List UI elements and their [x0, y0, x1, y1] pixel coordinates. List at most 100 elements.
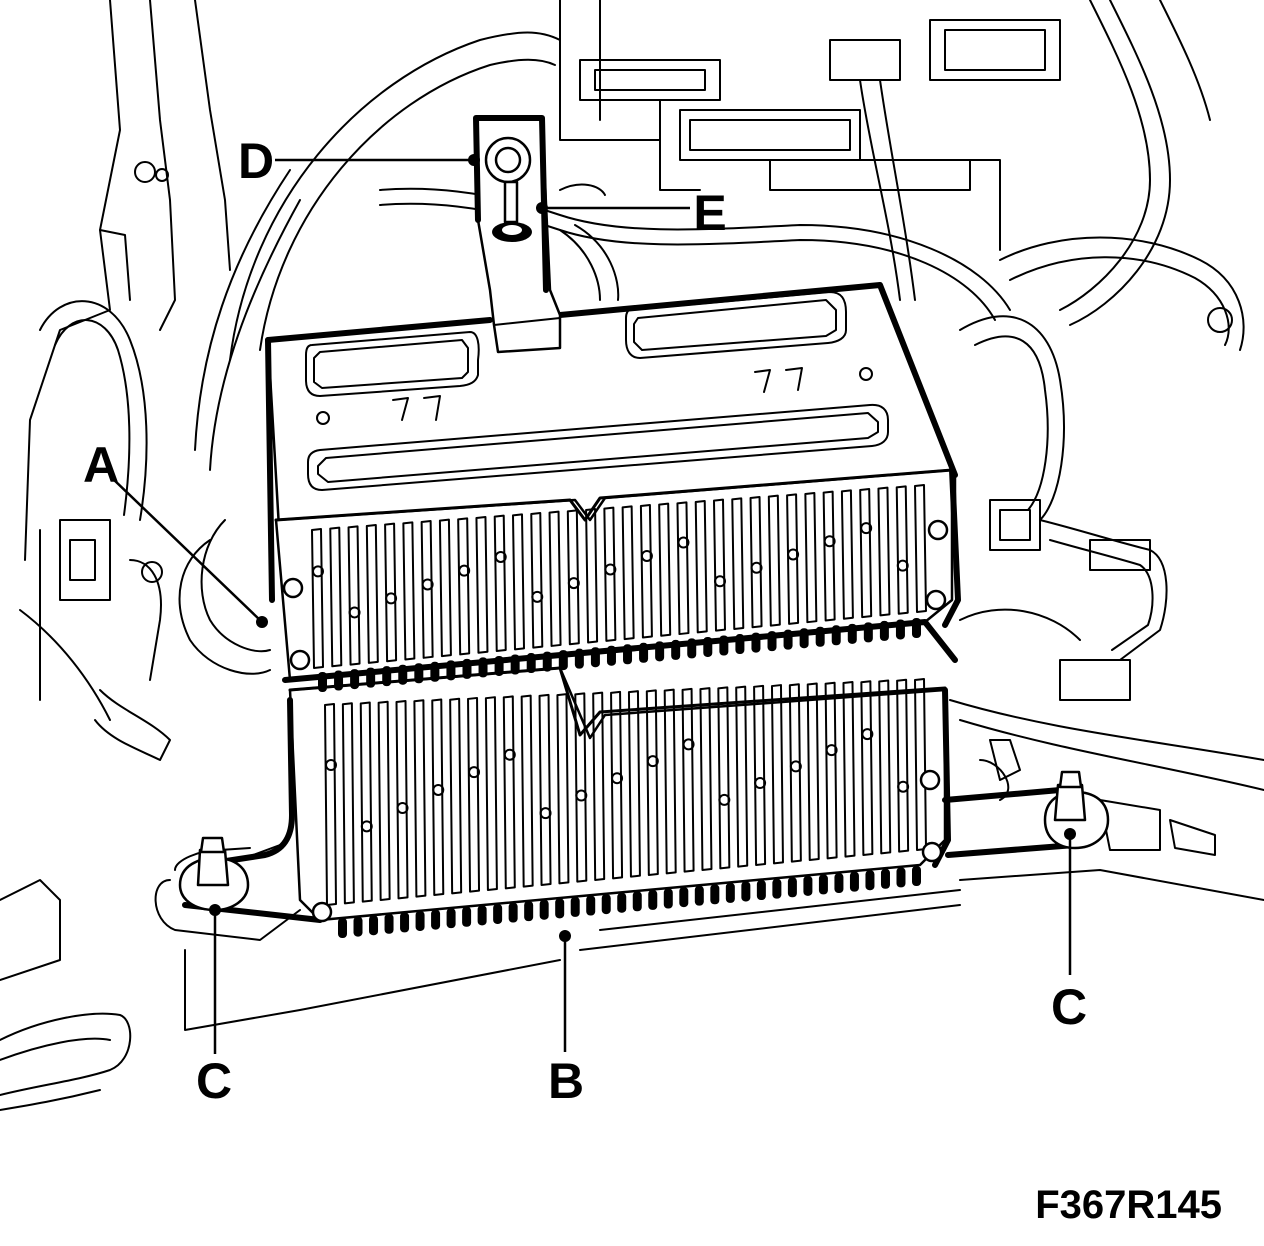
cooling-fin	[860, 680, 874, 856]
stud-left	[178, 836, 250, 912]
background-structure	[0, 0, 1264, 1111]
fin-tooth	[477, 905, 487, 926]
fin-tooth	[493, 903, 503, 924]
fin-tooth	[353, 916, 363, 937]
fin-tooth	[400, 912, 410, 933]
fin-tooth	[414, 663, 424, 684]
fin-tooth	[398, 664, 408, 685]
fin-tooth	[880, 868, 890, 889]
fin-tooth	[574, 648, 584, 669]
cooling-fin	[449, 697, 463, 895]
fin-tooth	[679, 887, 689, 908]
cooling-fin	[621, 505, 635, 641]
fin-tooth	[799, 628, 809, 649]
cooling-fin	[341, 702, 355, 905]
cooling-fin	[402, 521, 416, 661]
fin-rivet	[640, 549, 653, 562]
fin-rivet	[567, 577, 580, 590]
callout-c-left: C	[196, 1053, 232, 1109]
fin-rivet	[787, 548, 800, 561]
fin-teeth-upper	[318, 618, 921, 692]
cooling-fin	[824, 681, 838, 860]
cooling-fin	[658, 502, 672, 637]
cooling-fin	[699, 687, 713, 871]
fin-tooth	[847, 623, 857, 644]
fin-rivet	[789, 760, 802, 773]
cooling-fin	[731, 497, 745, 630]
fin-tooth	[863, 622, 873, 643]
fin-rivet	[494, 550, 507, 563]
cooling-fin	[878, 679, 892, 855]
fin-tooth	[648, 889, 658, 910]
cooling-fin	[484, 696, 498, 891]
callout-a: A	[83, 437, 119, 493]
cooling-fin	[788, 683, 802, 863]
cooling-fin	[786, 493, 800, 625]
figure-id: F367R145	[1035, 1183, 1222, 1227]
fin-rivet	[860, 522, 873, 535]
cooling-fin	[645, 689, 659, 876]
fin-tooth	[879, 620, 889, 641]
fin-rivet	[646, 755, 659, 768]
cooling-fin	[377, 700, 391, 901]
fin-tooth	[318, 672, 327, 692]
cooling-fin	[842, 681, 856, 858]
cooling-fin	[457, 517, 471, 656]
fin-tooth	[687, 638, 697, 659]
cooling-fin	[895, 485, 909, 615]
cooling-fin	[493, 514, 507, 653]
leader-lines	[111, 154, 1076, 1054]
cooling-fins-upper	[311, 484, 927, 669]
fin-tooth	[524, 901, 534, 922]
fin-tooth	[803, 875, 813, 896]
cooling-fin	[694, 500, 708, 634]
cooling-fin	[663, 688, 677, 875]
cooling-fin	[502, 695, 516, 890]
fin-tooth	[865, 870, 875, 891]
cooling-fin	[859, 488, 873, 619]
cooling-fin	[804, 492, 818, 624]
cooling-fin	[512, 513, 525, 651]
fin-tooth	[431, 909, 441, 930]
fin-tooth	[741, 881, 751, 902]
fin-tooth	[725, 882, 735, 903]
cooling-fin	[413, 699, 427, 898]
fin-tooth	[526, 653, 536, 674]
fin-rivet	[823, 535, 836, 548]
fin-tooth	[772, 878, 782, 899]
cooling-fin	[717, 686, 731, 870]
fin-rivet	[468, 766, 481, 779]
cooling-fin	[639, 504, 653, 639]
cooling-fin	[475, 516, 489, 654]
cooling-fin	[538, 693, 552, 886]
fin-rivet	[604, 563, 617, 576]
cooling-fin	[753, 684, 767, 866]
fin-tooth	[601, 894, 611, 915]
cooling-fin	[877, 486, 891, 617]
cooling-fin	[556, 693, 570, 885]
callout-e: E	[693, 185, 726, 241]
fin-tooth	[655, 641, 665, 662]
fin-tooth	[703, 636, 713, 657]
fin-rivet	[754, 777, 767, 790]
fin-tooth	[735, 634, 745, 655]
fin-rivet	[825, 744, 838, 757]
fin-tooth	[751, 632, 761, 653]
fin-rivet	[861, 728, 874, 741]
fin-tooth	[719, 635, 729, 656]
fin-tooth	[555, 898, 565, 919]
fin-tooth	[834, 873, 844, 894]
fin-tooth	[384, 913, 394, 934]
fin-tooth	[767, 631, 777, 652]
cooling-fin	[806, 682, 820, 861]
fin-tooth	[415, 910, 425, 931]
fin-rivet	[611, 772, 624, 785]
fin-tooth	[539, 899, 549, 920]
cooling-fin	[384, 522, 398, 663]
cooling-fin	[914, 484, 927, 613]
fin-rivet	[677, 536, 690, 549]
cooling-fin	[770, 684, 784, 865]
fin-tooth	[710, 884, 720, 905]
cooling-fin	[329, 526, 343, 668]
